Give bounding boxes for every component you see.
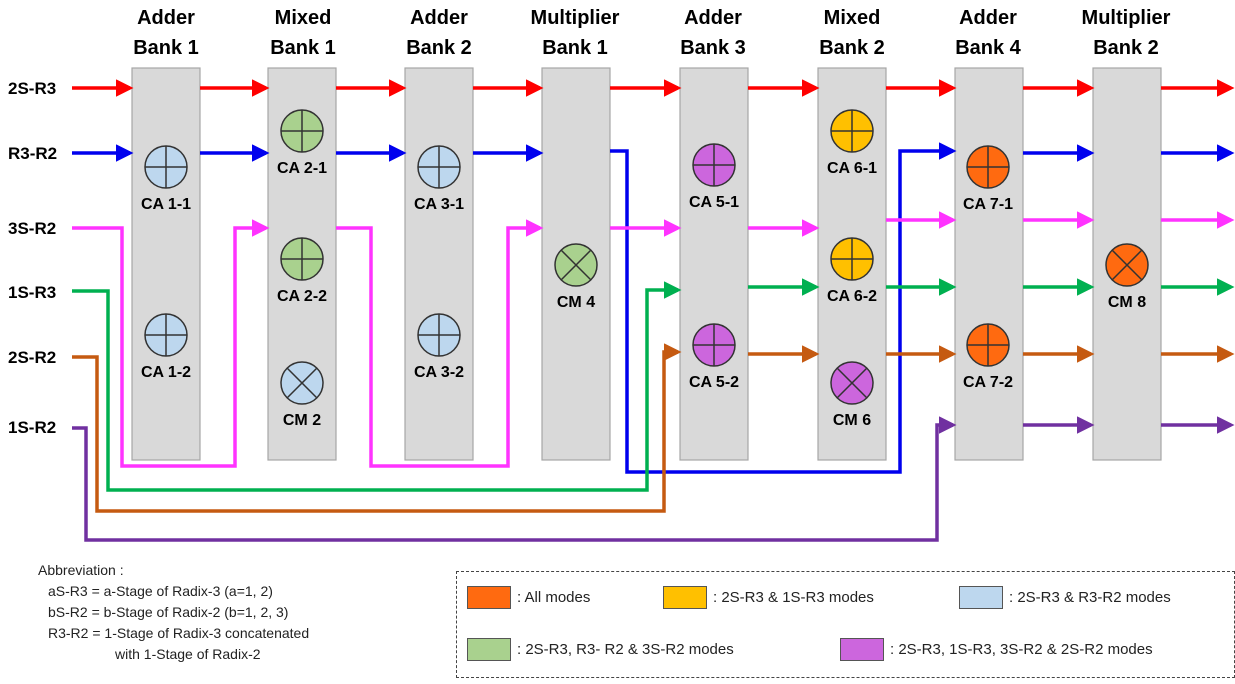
legend-label: : All modes (517, 589, 591, 606)
abbreviation-title: Abbreviation : (38, 562, 124, 578)
unit-label: CM 4 (557, 294, 595, 311)
abbreviation-line: bS-R2 = b-Stage of Radix-2 (b=1, 2, 3) (48, 604, 289, 620)
bank-titles: Adder Bank 1 Mixed Bank 1 Adder Bank 2 M… (133, 7, 1170, 59)
bank-title-6-line1: Mixed (824, 7, 881, 29)
legend-swatch (840, 638, 884, 661)
complex-adder-ca-5-1: CA 5-1 (689, 143, 739, 211)
complex-adder-ca-3-1: CA 3-1 (414, 145, 464, 213)
adder-bank-3-block (679, 67, 749, 461)
legend-label: : 2S-R3, 1S-R3, 3S-R2 & 2S-R2 modes (890, 641, 1153, 658)
wire-1s-r2 (72, 416, 1235, 542)
complex-adder-ca-5-2: CA 5-2 (689, 323, 739, 391)
complex-adder-ca-1-1: CA 1-1 (141, 145, 191, 213)
signal-label-2s-r3: 2S-R3 (8, 79, 56, 98)
complex-adder-ca-2-1: CA 2-1 (277, 109, 327, 177)
complex-adder-ca-6-2: CA 6-2 (827, 237, 877, 305)
unit-symbol-stroke (560, 249, 592, 281)
abbreviation-line: R3-R2 = 1-Stage of Radix-3 concatenated (48, 625, 310, 641)
unit-label: CA 1-2 (141, 364, 191, 381)
complex-adder-ca-7-2: CA 7-2 (963, 323, 1013, 391)
unit-label: CA 1-1 (141, 196, 191, 213)
adder-bank-2-block (404, 67, 474, 461)
wire-2s-r2 (72, 343, 1235, 513)
signal-label-1s-r3: 1S-R3 (8, 283, 56, 302)
legend-item-all-modes: : All modes (467, 586, 590, 609)
wire-3s-r2 (72, 211, 1235, 468)
bank-title-6-line2: Bank 2 (819, 37, 885, 59)
multiplier-bank-2-block (1092, 67, 1162, 461)
complex-adder-ca-1-2: CA 1-2 (141, 313, 191, 381)
complex-adder-ca-3-2: CA 3-2 (414, 313, 464, 381)
complex-adder-ca-2-2: CA 2-2 (277, 237, 327, 305)
bank-title-2-line2: Bank 1 (270, 37, 336, 59)
bank-title-4-line1: Multiplier (531, 7, 620, 29)
unit-label: CA 3-2 (414, 364, 464, 381)
wire-1s-r3 (72, 278, 1235, 492)
compute-units: CA 1-1 CA 1-2 CA 2-1 CA 2-2 CM 2 CA 3-1 CA 3-2… (141, 109, 1149, 429)
unit-label: CA 6-2 (827, 288, 877, 305)
bank-title-4-line2: Bank 1 (542, 37, 608, 59)
legend-swatch (467, 638, 511, 661)
bank-title-8-line2: Bank 2 (1093, 37, 1159, 59)
unit-label: CA 2-2 (277, 288, 327, 305)
complex-multiplier-cm-4: CM 4 (554, 243, 598, 311)
signal-label-1s-r2: 1S-R2 (8, 418, 56, 437)
complex-adder-ca-7-1: CA 7-1 (963, 145, 1013, 213)
adder-bank-1-block (131, 67, 201, 461)
legend-swatch (467, 586, 511, 609)
bank-title-5-line2: Bank 3 (680, 37, 746, 59)
unit-label: CM 8 (1108, 294, 1146, 311)
complex-multiplier-cm-6: CM 6 (830, 361, 874, 429)
unit-label: CA 2-1 (277, 160, 327, 177)
bank-title-5-line1: Adder (684, 7, 742, 29)
legend-item-2s-r3-r3-r2: : 2S-R3 & R3-R2 modes (959, 586, 1171, 609)
bank-title-1-line2: Bank 1 (133, 37, 199, 59)
unit-label: CA 6-1 (827, 160, 877, 177)
unit-symbol-stroke (836, 367, 868, 399)
legend-item-2s-r3-1s-r3: : 2S-R3 & 1S-R3 modes (663, 586, 874, 609)
bank-title-3-line2: Bank 2 (406, 37, 472, 59)
abbreviation-continuation: with 1-Stage of Radix-2 (115, 646, 261, 662)
abbreviation-block: Abbreviation : aS-R3 = a-Stage of Radix-… (38, 560, 309, 665)
signal-labels: 2S-R3 R3-R2 3S-R2 1S-R3 2S-R2 1S-R2 (8, 79, 57, 437)
legend-label: : 2S-R3, R3- R2 & 3S-R2 modes (517, 641, 734, 658)
signal-label-2s-r2: 2S-R2 (8, 348, 56, 367)
bank-title-2-line1: Mixed (275, 7, 332, 29)
signal-label-r3-r2: R3-R2 (8, 144, 57, 163)
unit-label: CA 5-2 (689, 374, 739, 391)
legend-swatch (663, 586, 707, 609)
bank-title-3-line1: Adder (410, 7, 468, 29)
legend-label: : 2S-R3 & R3-R2 modes (1009, 589, 1171, 606)
signal-label-3s-r2: 3S-R2 (8, 219, 56, 238)
unit-label: CA 5-1 (689, 194, 739, 211)
unit-label: CA 7-1 (963, 196, 1013, 213)
legend-swatch (959, 586, 1003, 609)
complex-adder-ca-6-1: CA 6-1 (827, 109, 877, 177)
wire-r3-r2 (72, 142, 1235, 474)
fft-datapath-diagram: Adder Bank 1 Mixed Bank 1 Adder Bank 2 M… (8, 7, 1235, 542)
unit-label: CM 6 (833, 412, 871, 429)
bank-title-7-line2: Bank 4 (955, 37, 1021, 59)
complex-multiplier-cm-8: CM 8 (1105, 243, 1149, 311)
unit-label: CA 7-2 (963, 374, 1013, 391)
bank-title-1-line1: Adder (137, 7, 195, 29)
complex-multiplier-cm-2: CM 2 (280, 361, 324, 429)
color-legend: : All modes : 2S-R3 & 1S-R3 modes : 2S-R… (456, 571, 1235, 678)
unit-symbol-stroke (1111, 249, 1143, 281)
legend-label: : 2S-R3 & 1S-R3 modes (713, 589, 874, 606)
unit-symbol-stroke (286, 367, 318, 399)
abbreviation-line: aS-R3 = a-Stage of Radix-3 (a=1, 2) (48, 583, 273, 599)
legend-item-green-modes: : 2S-R3, R3- R2 & 3S-R2 modes (467, 638, 734, 661)
bank-title-7-line1: Adder (959, 7, 1017, 29)
legend-item-purple-modes: : 2S-R3, 1S-R3, 3S-R2 & 2S-R2 modes (840, 638, 1153, 661)
unit-label: CM 2 (283, 412, 321, 429)
adder-bank-4-block (954, 67, 1024, 461)
bank-title-8-line1: Multiplier (1082, 7, 1171, 29)
unit-label: CA 3-1 (414, 196, 464, 213)
